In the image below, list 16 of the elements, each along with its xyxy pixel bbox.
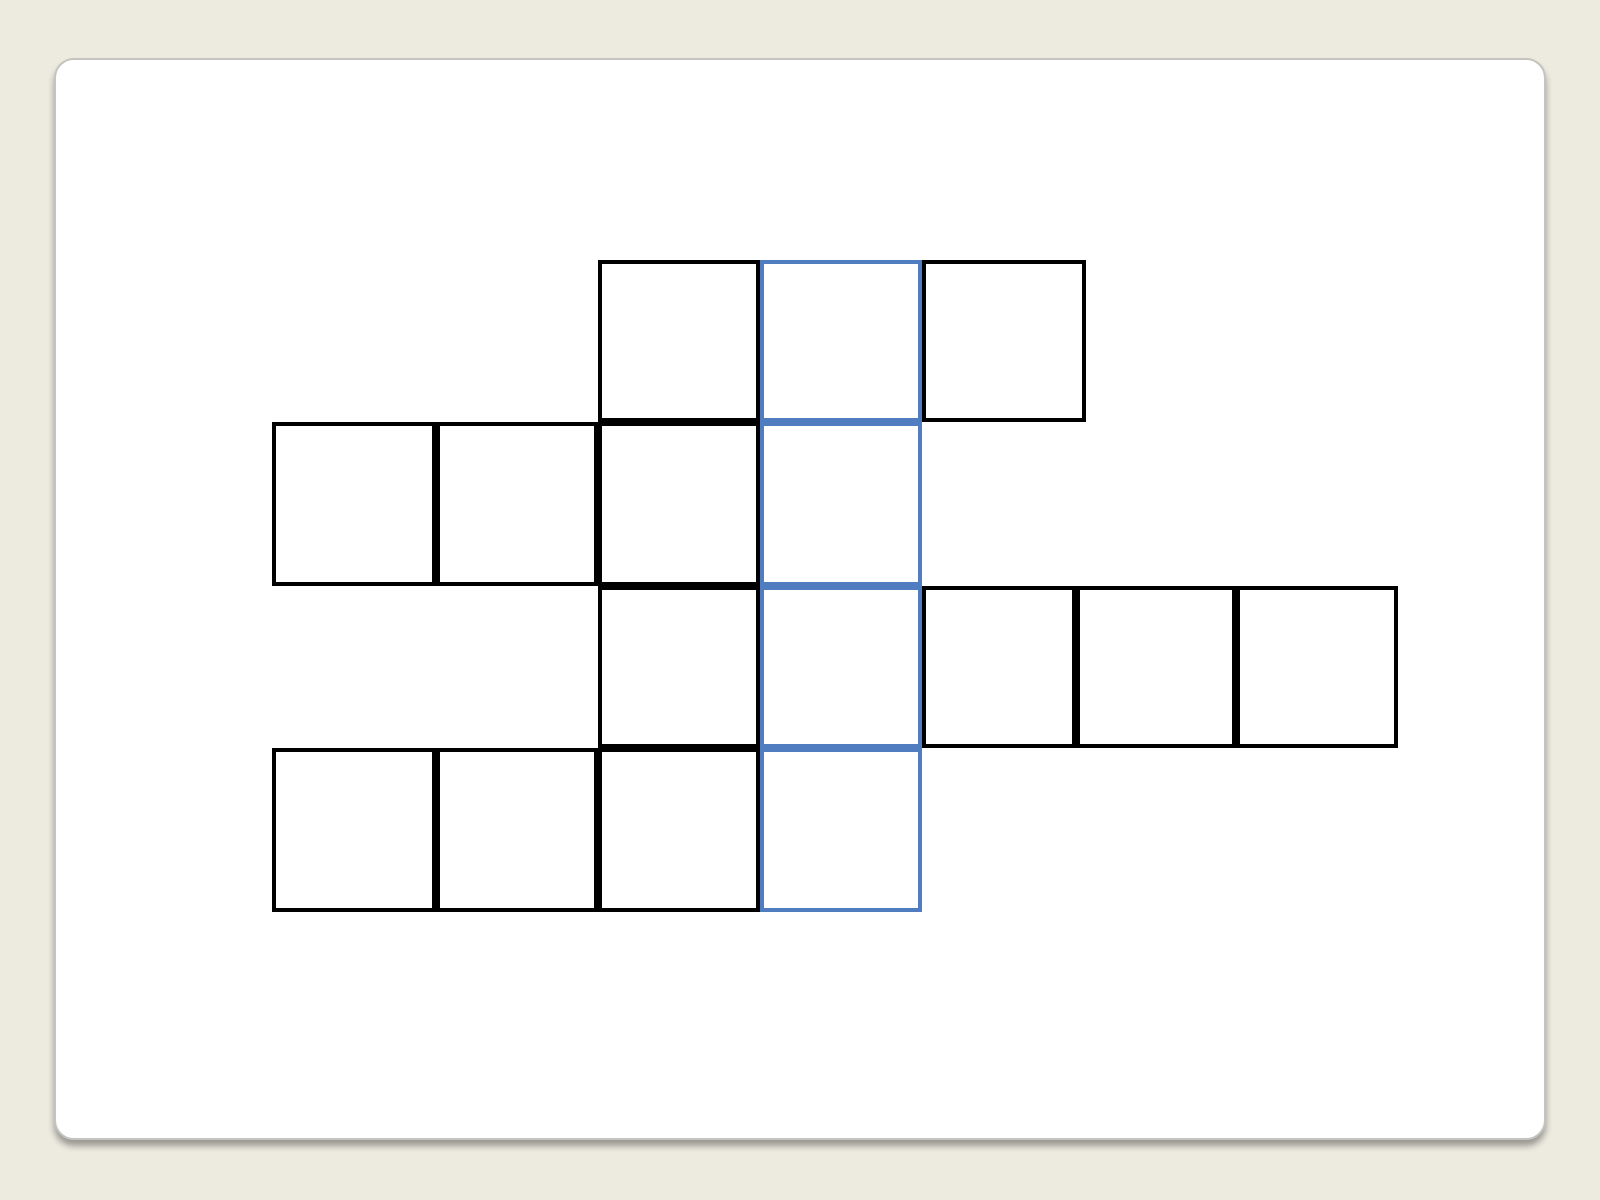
grid-square — [922, 586, 1076, 748]
grid-square — [598, 422, 760, 586]
grid-square — [598, 260, 760, 422]
grid-square — [760, 422, 922, 586]
grid-square — [436, 422, 598, 586]
grid-square — [272, 748, 436, 912]
grid-square — [922, 260, 1086, 422]
grid-square — [436, 748, 598, 912]
grid-square — [1076, 586, 1236, 748]
grid-square — [1236, 586, 1398, 748]
grid-square — [598, 748, 760, 912]
grid-square — [598, 586, 760, 748]
grid-square — [760, 260, 922, 422]
grid-square — [760, 748, 922, 912]
grid-square — [272, 422, 436, 586]
grid-square — [760, 586, 922, 748]
